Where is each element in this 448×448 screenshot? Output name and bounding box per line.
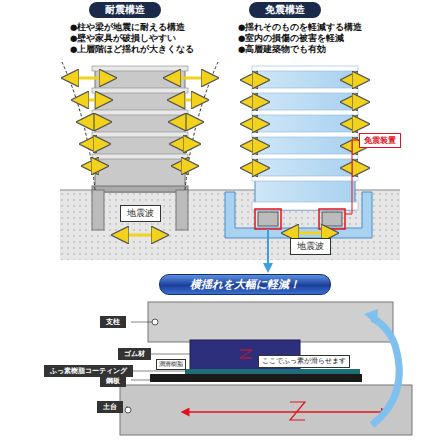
node-text: 横揺れを大幅に軽減！ bbox=[190, 278, 300, 291]
bullet-note: ●揺れそのものを軽減する構造 bbox=[238, 22, 362, 34]
title-pill: 免震構造 bbox=[249, 2, 321, 18]
node-text: 免震装置 bbox=[364, 136, 396, 145]
node-text: ゴム材 bbox=[124, 350, 145, 358]
part-label: 土台 bbox=[97, 401, 123, 413]
callout-box: ここでふっ素が滑らせます bbox=[258, 355, 350, 368]
node-text: ふっ素樹脂コーティング bbox=[50, 367, 127, 375]
node-text: 土台 bbox=[103, 403, 117, 411]
bullet-note: ●高層建築物でも有効 bbox=[238, 44, 326, 56]
node-text: ここでふっ素が滑らせます bbox=[262, 357, 346, 365]
bullet-note: ●壁や家具が破損しやすい bbox=[70, 33, 176, 45]
node-text: 鋼板 bbox=[106, 377, 120, 385]
part-label: ゴム材 bbox=[118, 348, 151, 360]
part-label: 支柱 bbox=[100, 316, 126, 328]
device-label: 免震装置 bbox=[359, 133, 401, 148]
bullet-note: ●室内の損傷の被害を軽減 bbox=[238, 33, 344, 45]
isolated-building bbox=[225, 66, 372, 268]
wave-label: 地震波 bbox=[120, 205, 161, 222]
rigid-building bbox=[62, 62, 218, 235]
part-tag: 潤滑樹脂 bbox=[156, 359, 186, 370]
bullet-note: ●柱や梁が地震に耐える構造 bbox=[70, 22, 185, 34]
wave-label: 地震波 bbox=[290, 238, 331, 255]
node-text: 支柱 bbox=[106, 318, 120, 326]
banner: 横揺れを大幅に軽減！ bbox=[159, 274, 331, 295]
node-text: 免震構造 bbox=[265, 4, 305, 15]
node-text: 地震波 bbox=[127, 208, 154, 218]
part-label: 鋼板 bbox=[100, 375, 126, 387]
title-pill: 耐震構造 bbox=[89, 2, 161, 18]
node-text: 地震波 bbox=[297, 241, 324, 251]
bullet-note: ●上層階ほど揺れが大きくなる bbox=[70, 44, 194, 56]
node-text: 耐震構造 bbox=[105, 4, 145, 15]
isolator-detail bbox=[120, 302, 412, 435]
node-text: 潤滑樹脂 bbox=[159, 360, 183, 367]
